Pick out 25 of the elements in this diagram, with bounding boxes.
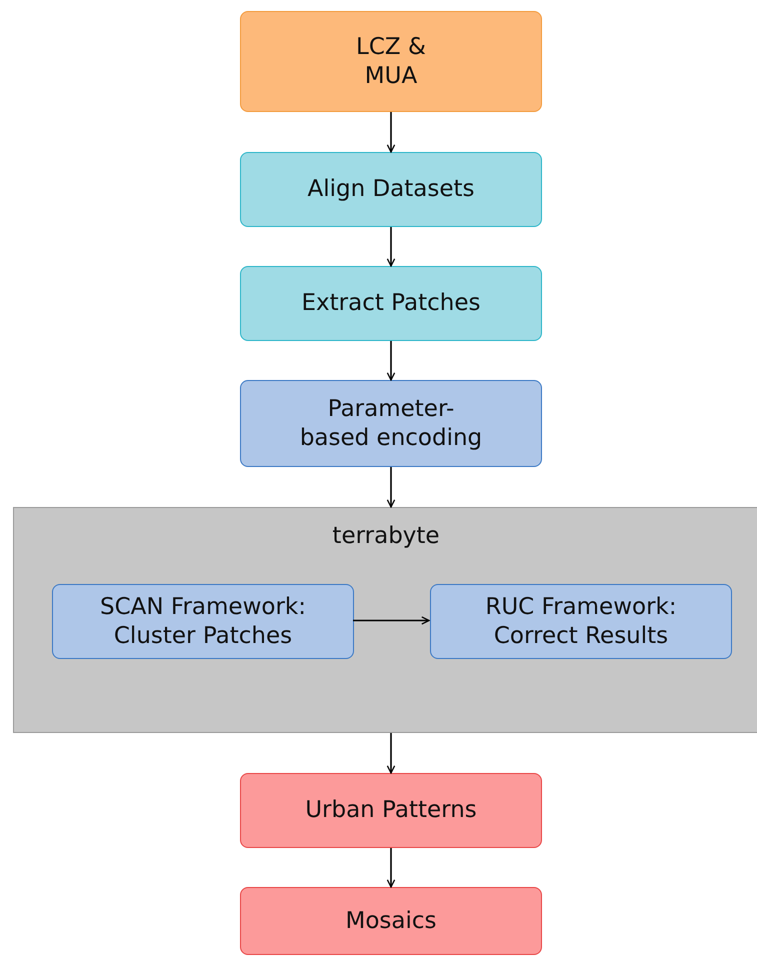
panel-title: terrabyte: [332, 522, 440, 551]
box-label: RUC Framework: Correct Results: [484, 592, 678, 650]
arrow: [386, 227, 396, 267]
process-box: [240, 11, 542, 112]
process-box: [52, 584, 354, 659]
process-box: [240, 266, 542, 341]
process-box: [240, 380, 542, 467]
box-label: Mosaics: [345, 906, 436, 936]
box-label: SCAN Framework: Cluster Patches: [99, 592, 307, 650]
arrow: [386, 112, 396, 153]
arrow: [386, 467, 396, 508]
box-label: Parameter- based encoding: [298, 394, 484, 452]
process-box: [240, 773, 542, 848]
process-box: [240, 152, 542, 227]
arrow: [386, 848, 396, 888]
process-box: [240, 887, 542, 955]
arrow: [353, 616, 430, 625]
platform-panel: [13, 507, 757, 733]
box-label: Extract Patches: [302, 289, 480, 318]
box-label: Urban Patterns: [305, 796, 477, 825]
arrow: [386, 341, 396, 381]
box-label: LCZ & MUA: [356, 32, 426, 90]
box-label: Align Datasets: [307, 175, 475, 204]
arrow: [386, 733, 396, 774]
process-box: [430, 584, 732, 659]
